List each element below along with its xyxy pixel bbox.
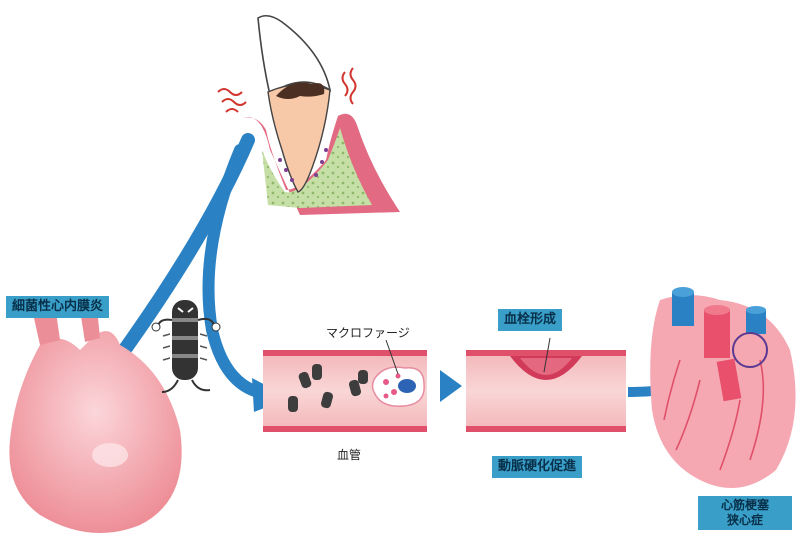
thrombus-label: 血栓形成: [498, 309, 562, 331]
heart-detail-icon: [650, 287, 795, 488]
myocardial-infarction-label: 心筋梗塞 狭心症: [698, 496, 792, 530]
heart-icon: [9, 296, 181, 533]
macrophage-icon: [373, 367, 425, 406]
inflammation-mark-right: [343, 68, 356, 104]
atherosclerosis-label: 動脈硬化促進: [492, 456, 582, 478]
blood-vessel-section: [263, 340, 427, 432]
macrophage-label: マクロファージ: [326, 324, 410, 341]
thrombus-icon: [466, 338, 626, 432]
vessel-label: 血管: [337, 446, 361, 463]
tooth-icon: [218, 16, 400, 215]
mi-line-1: 心筋梗塞: [702, 498, 788, 513]
mi-line-2: 狭心症: [702, 513, 788, 528]
endocarditis-label: 細菌性心内膜炎: [6, 296, 109, 318]
tooth-crown: [258, 16, 330, 95]
inflammation-mark-left: [218, 89, 246, 112]
arrow-vessel-to-thrombus: [440, 370, 462, 402]
